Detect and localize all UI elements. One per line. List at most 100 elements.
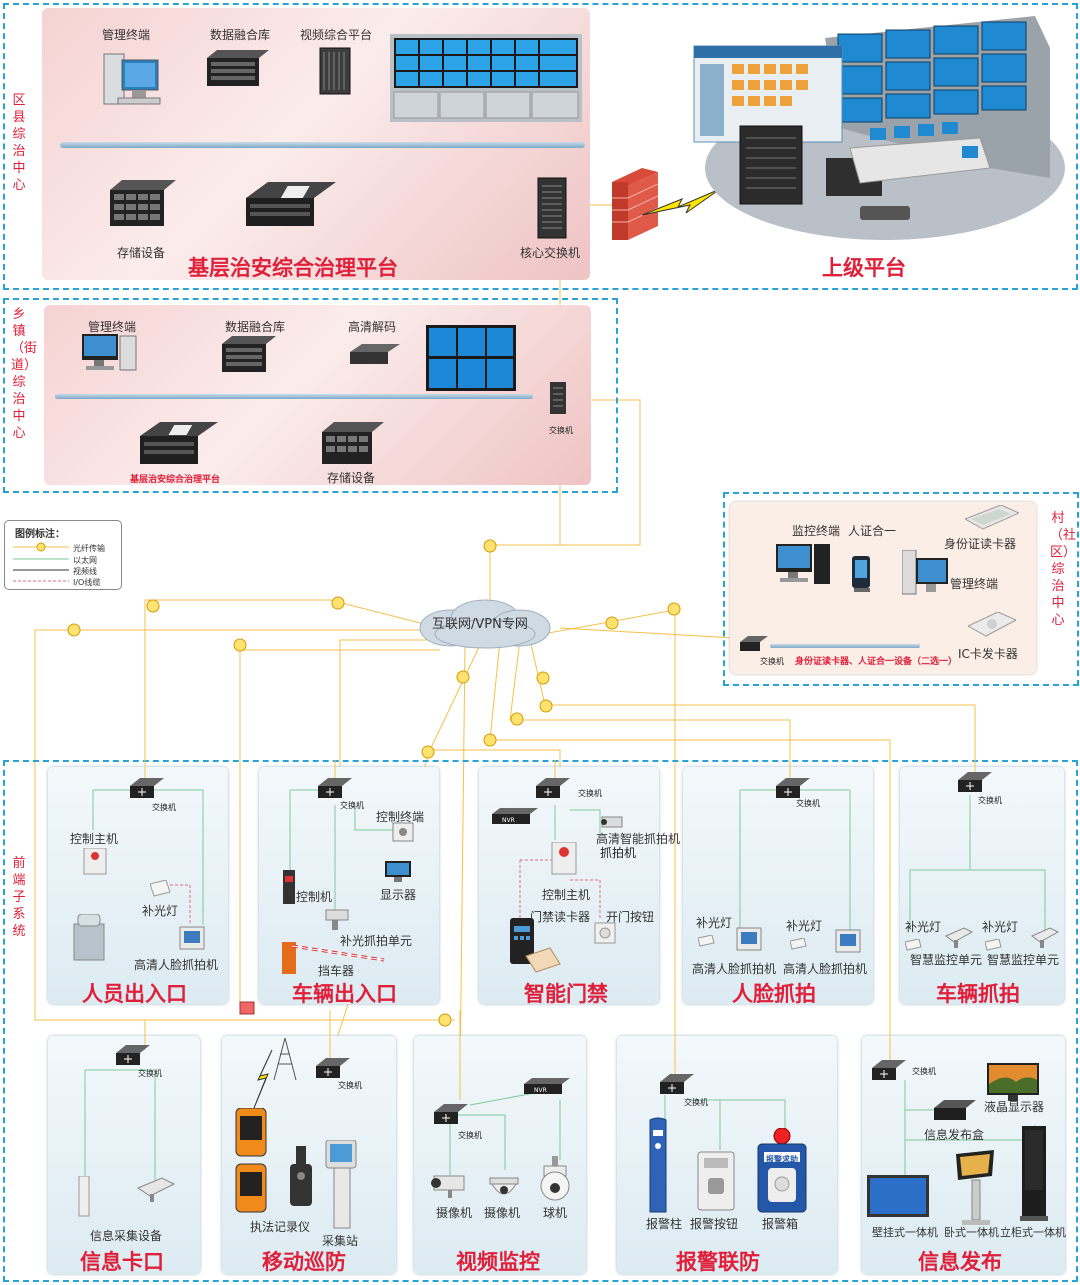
publish-box-icon	[934, 1098, 976, 1128]
access-host-label: 控制主机	[542, 888, 591, 902]
legend-swatches	[13, 542, 69, 582]
alarm-pillar-label: 报警柱	[646, 1217, 683, 1231]
vehicle-gate-title: 车辆出入口	[292, 982, 397, 1006]
town-platform-title: 基层治安综合治理平台	[130, 475, 221, 485]
switch-icon	[536, 778, 570, 806]
village-mgmt-terminal-label: 管理终端	[950, 577, 999, 591]
access-cam-label-2: 抓拍机	[600, 846, 637, 860]
village-ic-card-label: IC卡发卡器	[958, 647, 1018, 661]
wireless-link-icon	[236, 1000, 280, 1114]
light-icon	[904, 936, 923, 955]
patrol-recorder-label: 执法记录仪	[250, 1220, 311, 1234]
vehicle-capture-panel	[900, 767, 1064, 1004]
vehicle-gate-ctrl-label: 控制机	[296, 890, 333, 904]
patrol-switch-label: 交换机	[338, 1081, 362, 1090]
switch-icon	[318, 778, 352, 806]
computer-icon	[901, 549, 952, 600]
capture-camera-icon	[322, 908, 352, 936]
info-switch-label: 交换机	[912, 1067, 936, 1076]
info-wall-label: 壁挂式一体机	[872, 1226, 938, 1239]
core-switch-label: 核心交换机	[520, 246, 581, 260]
switch-icon	[548, 380, 570, 420]
switch-icon	[776, 778, 810, 806]
district-zone	[3, 3, 1078, 290]
legend-item: 视频线	[73, 567, 97, 576]
switch-icon	[316, 1058, 350, 1086]
switch-icon	[130, 778, 164, 806]
alarm-button-label: 报警按钮	[690, 1217, 739, 1231]
face-camera-icon	[178, 925, 208, 957]
legend-title: 图例标注：	[15, 529, 65, 540]
vehicle-gate-switch-label: 交换机	[340, 801, 364, 810]
face-title: 人脸抓拍	[732, 982, 816, 1006]
body-camera-icon	[232, 1107, 276, 1222]
switch-icon	[740, 636, 768, 656]
alarm-pillar-icon	[644, 1116, 674, 1218]
switch-icon	[116, 1045, 150, 1073]
front-zone-label: 前端子系统	[12, 856, 26, 939]
town-switch-label: 交换机	[549, 426, 573, 435]
checkpoint-camera-icon	[136, 1176, 176, 1206]
control-terminal-icon	[392, 822, 416, 846]
upper-platform-title: 上级平台	[822, 256, 906, 280]
storage-device-icon	[110, 180, 176, 230]
vehicle-capture-unit2-label: 智慧监控单元	[987, 953, 1060, 967]
face-light1-label: 补光灯	[696, 916, 733, 930]
video-title: 视频监控	[456, 1250, 540, 1274]
access-title: 智能门禁	[524, 982, 608, 1006]
access-cam-label: 高清智能抓拍机	[596, 832, 681, 846]
access-panel	[479, 767, 659, 1004]
patrol-station-label: 采集站	[322, 1234, 359, 1248]
server-rack-icon	[207, 50, 269, 90]
info-lcd-label: 液晶显示器	[984, 1100, 1045, 1114]
antenna-tower-icon	[270, 1036, 300, 1086]
personnel-host-label: 控制主机	[70, 832, 119, 846]
town-zone	[3, 298, 618, 493]
alarm-switch-label: 交换机	[684, 1098, 708, 1107]
video-wall-icon	[426, 325, 516, 395]
village-zone	[723, 492, 1079, 686]
stand-kiosk-icon	[1020, 1126, 1050, 1226]
firewall-icon	[612, 168, 659, 246]
personnel-light-label: 补光灯	[142, 904, 179, 918]
video-switch-label: 交换机	[458, 1131, 482, 1140]
alarm-box-icon	[754, 1127, 810, 1220]
id-verify-terminal-icon	[850, 556, 874, 598]
town-storage-label: 存储设备	[327, 471, 376, 485]
upper-platform-scene	[690, 8, 1070, 252]
legend: 图例标注： 光纤传输 以太网 视频线 I/O线缆	[4, 520, 122, 590]
access-button-label: 开门按钮	[606, 910, 655, 924]
bullet-camera-icon	[428, 1172, 470, 1204]
dome-camera-icon	[488, 1176, 520, 1208]
access-switch-label: 交换机	[578, 789, 602, 798]
barrier-icon	[278, 930, 388, 980]
wall-display-icon	[866, 1174, 932, 1224]
checkpoint-device-label: 信息采集设备	[90, 1229, 163, 1243]
nvr-icon: NVR	[492, 808, 538, 830]
core-switch-icon	[536, 176, 570, 244]
vehicle-gate-capture-label: 补光抓拍单元	[340, 934, 413, 948]
control-host-icon	[550, 841, 580, 882]
collection-station-icon	[324, 1139, 360, 1238]
district-mgmt-terminal-label: 管理终端	[102, 28, 151, 42]
village-id-verify-label: 人证合一	[848, 524, 897, 538]
server-rack-icon	[222, 336, 276, 376]
platform-server-icon	[246, 182, 336, 230]
switch-icon	[434, 1104, 468, 1132]
computer-icon	[776, 544, 832, 596]
video-panel	[414, 1036, 586, 1274]
village-note: 身份证读卡器、人证合一设备（二选一）	[795, 657, 958, 667]
district-storage-label: 存储设备	[117, 246, 166, 260]
vehicle-capture-switch-label: 交换机	[978, 796, 1002, 805]
vehicle-gate-barrier-label: 挡车器	[318, 964, 355, 978]
nvr-icon: NVR	[524, 1078, 570, 1100]
svg-text:NVR: NVR	[534, 1087, 547, 1094]
district-platform-title: 基层治安综合治理平台	[188, 256, 398, 280]
light-icon	[984, 936, 1003, 955]
village-monitor-terminal-label: 监控终端	[792, 524, 841, 538]
town-data-fusion-label: 数据融合库	[225, 320, 286, 334]
monitor-unit-icon	[944, 926, 974, 954]
legend-item: I/O线缆	[73, 578, 101, 587]
alarm-box-label: 报警求助	[766, 1155, 798, 1164]
vehicle-capture-light2-label: 补光灯	[982, 920, 1019, 934]
